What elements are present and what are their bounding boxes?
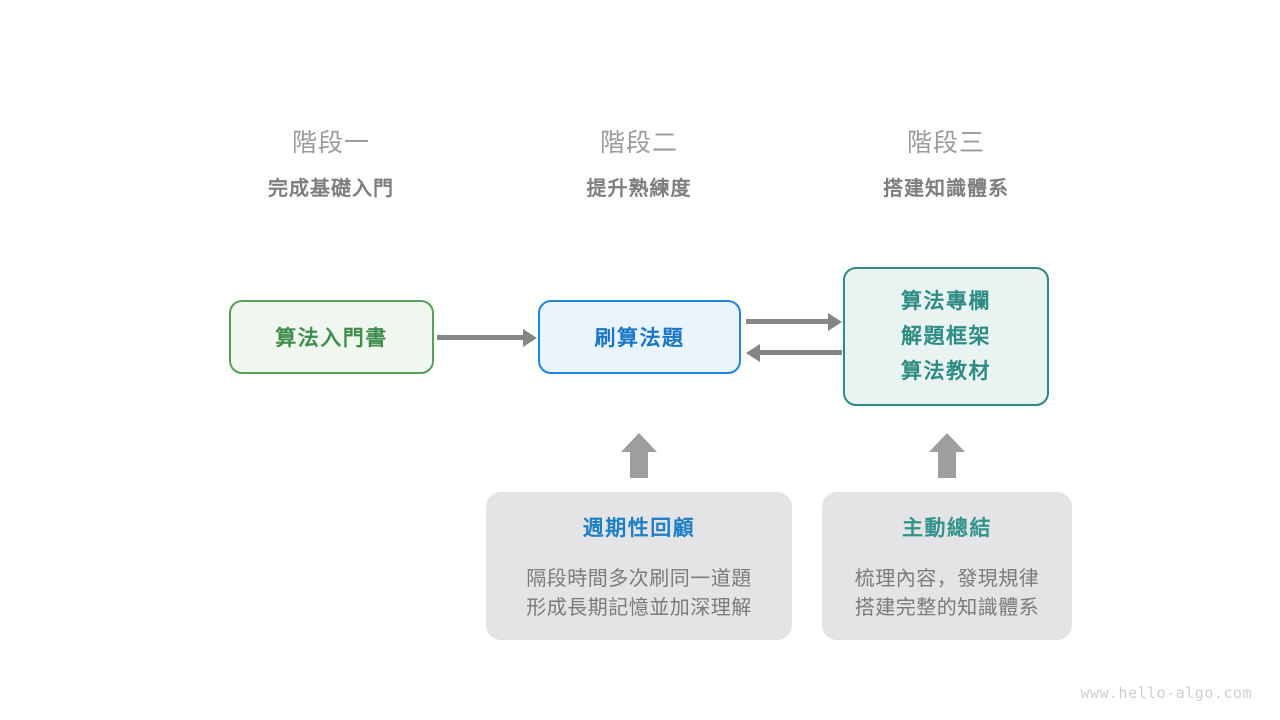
card-active-summary-body-line-2: 搭建完整的知識體系 — [854, 597, 1040, 619]
card-active-summary: 主動總結 梳理內容，發現規律 搭建完整的知識體系 — [822, 492, 1072, 640]
block-arrow-up-summary-icon — [929, 433, 965, 478]
card-active-summary-title: 主動總結 — [902, 517, 992, 540]
arrow-practice-to-knowledge-icon — [746, 319, 829, 324]
node-knowledge-line-3: 算法教材 — [901, 360, 991, 383]
stage-1-subtitle: 完成基礎入門 — [268, 178, 394, 200]
block-arrow-shaft — [938, 450, 956, 478]
card-periodic-review-body-line-2: 形成長期記憶並加深理解 — [526, 597, 752, 619]
stage-3-subtitle: 搭建知識體系 — [883, 178, 1009, 200]
block-arrow-up-review-icon — [621, 433, 657, 478]
stage-3-title: 階段三 — [906, 129, 985, 157]
card-periodic-review-body: 隔段時間多次刷同一道題 形成長期記憶並加深理解 — [526, 565, 752, 623]
node-intro-book: 算法入門書 — [229, 300, 434, 374]
watermark-url: www.hello-algo.com — [1080, 684, 1252, 702]
block-arrow-shaft — [630, 450, 648, 478]
block-arrow-head — [929, 433, 965, 452]
card-active-summary-body-line-1: 梳理內容，發現規律 — [854, 568, 1040, 590]
stage-2-subtitle: 提升熟練度 — [586, 178, 692, 200]
stage-column-3: 階段三 搭建知識體系 — [816, 129, 1076, 200]
arrow-book-to-practice-icon — [437, 335, 524, 340]
stage-column-2: 階段二 提升熟練度 — [509, 129, 769, 200]
node-practice-problems-label: 刷算法題 — [594, 327, 685, 350]
stage-2-title: 階段二 — [599, 129, 678, 157]
arrow-knowledge-to-practice-icon — [759, 350, 842, 355]
node-knowledge-line-2: 解題框架 — [901, 325, 991, 348]
node-knowledge-resources: 算法專欄 解題框架 算法教材 — [843, 267, 1049, 406]
node-knowledge-line-1: 算法專欄 — [901, 290, 991, 313]
card-active-summary-body: 梳理內容，發現規律 搭建完整的知識體系 — [855, 565, 1040, 623]
card-periodic-review-title: 週期性回顧 — [582, 517, 696, 540]
node-practice-problems: 刷算法題 — [538, 300, 741, 374]
stage-1-title: 階段一 — [291, 129, 370, 157]
node-intro-book-label: 算法入門書 — [275, 327, 388, 350]
card-periodic-review: 週期性回顧 隔段時間多次刷同一道題 形成長期記憶並加深理解 — [486, 492, 792, 640]
stage-column-1: 階段一 完成基礎入門 — [201, 129, 461, 200]
block-arrow-head — [621, 433, 657, 452]
card-periodic-review-body-line-1: 隔段時間多次刷同一道題 — [526, 568, 752, 590]
